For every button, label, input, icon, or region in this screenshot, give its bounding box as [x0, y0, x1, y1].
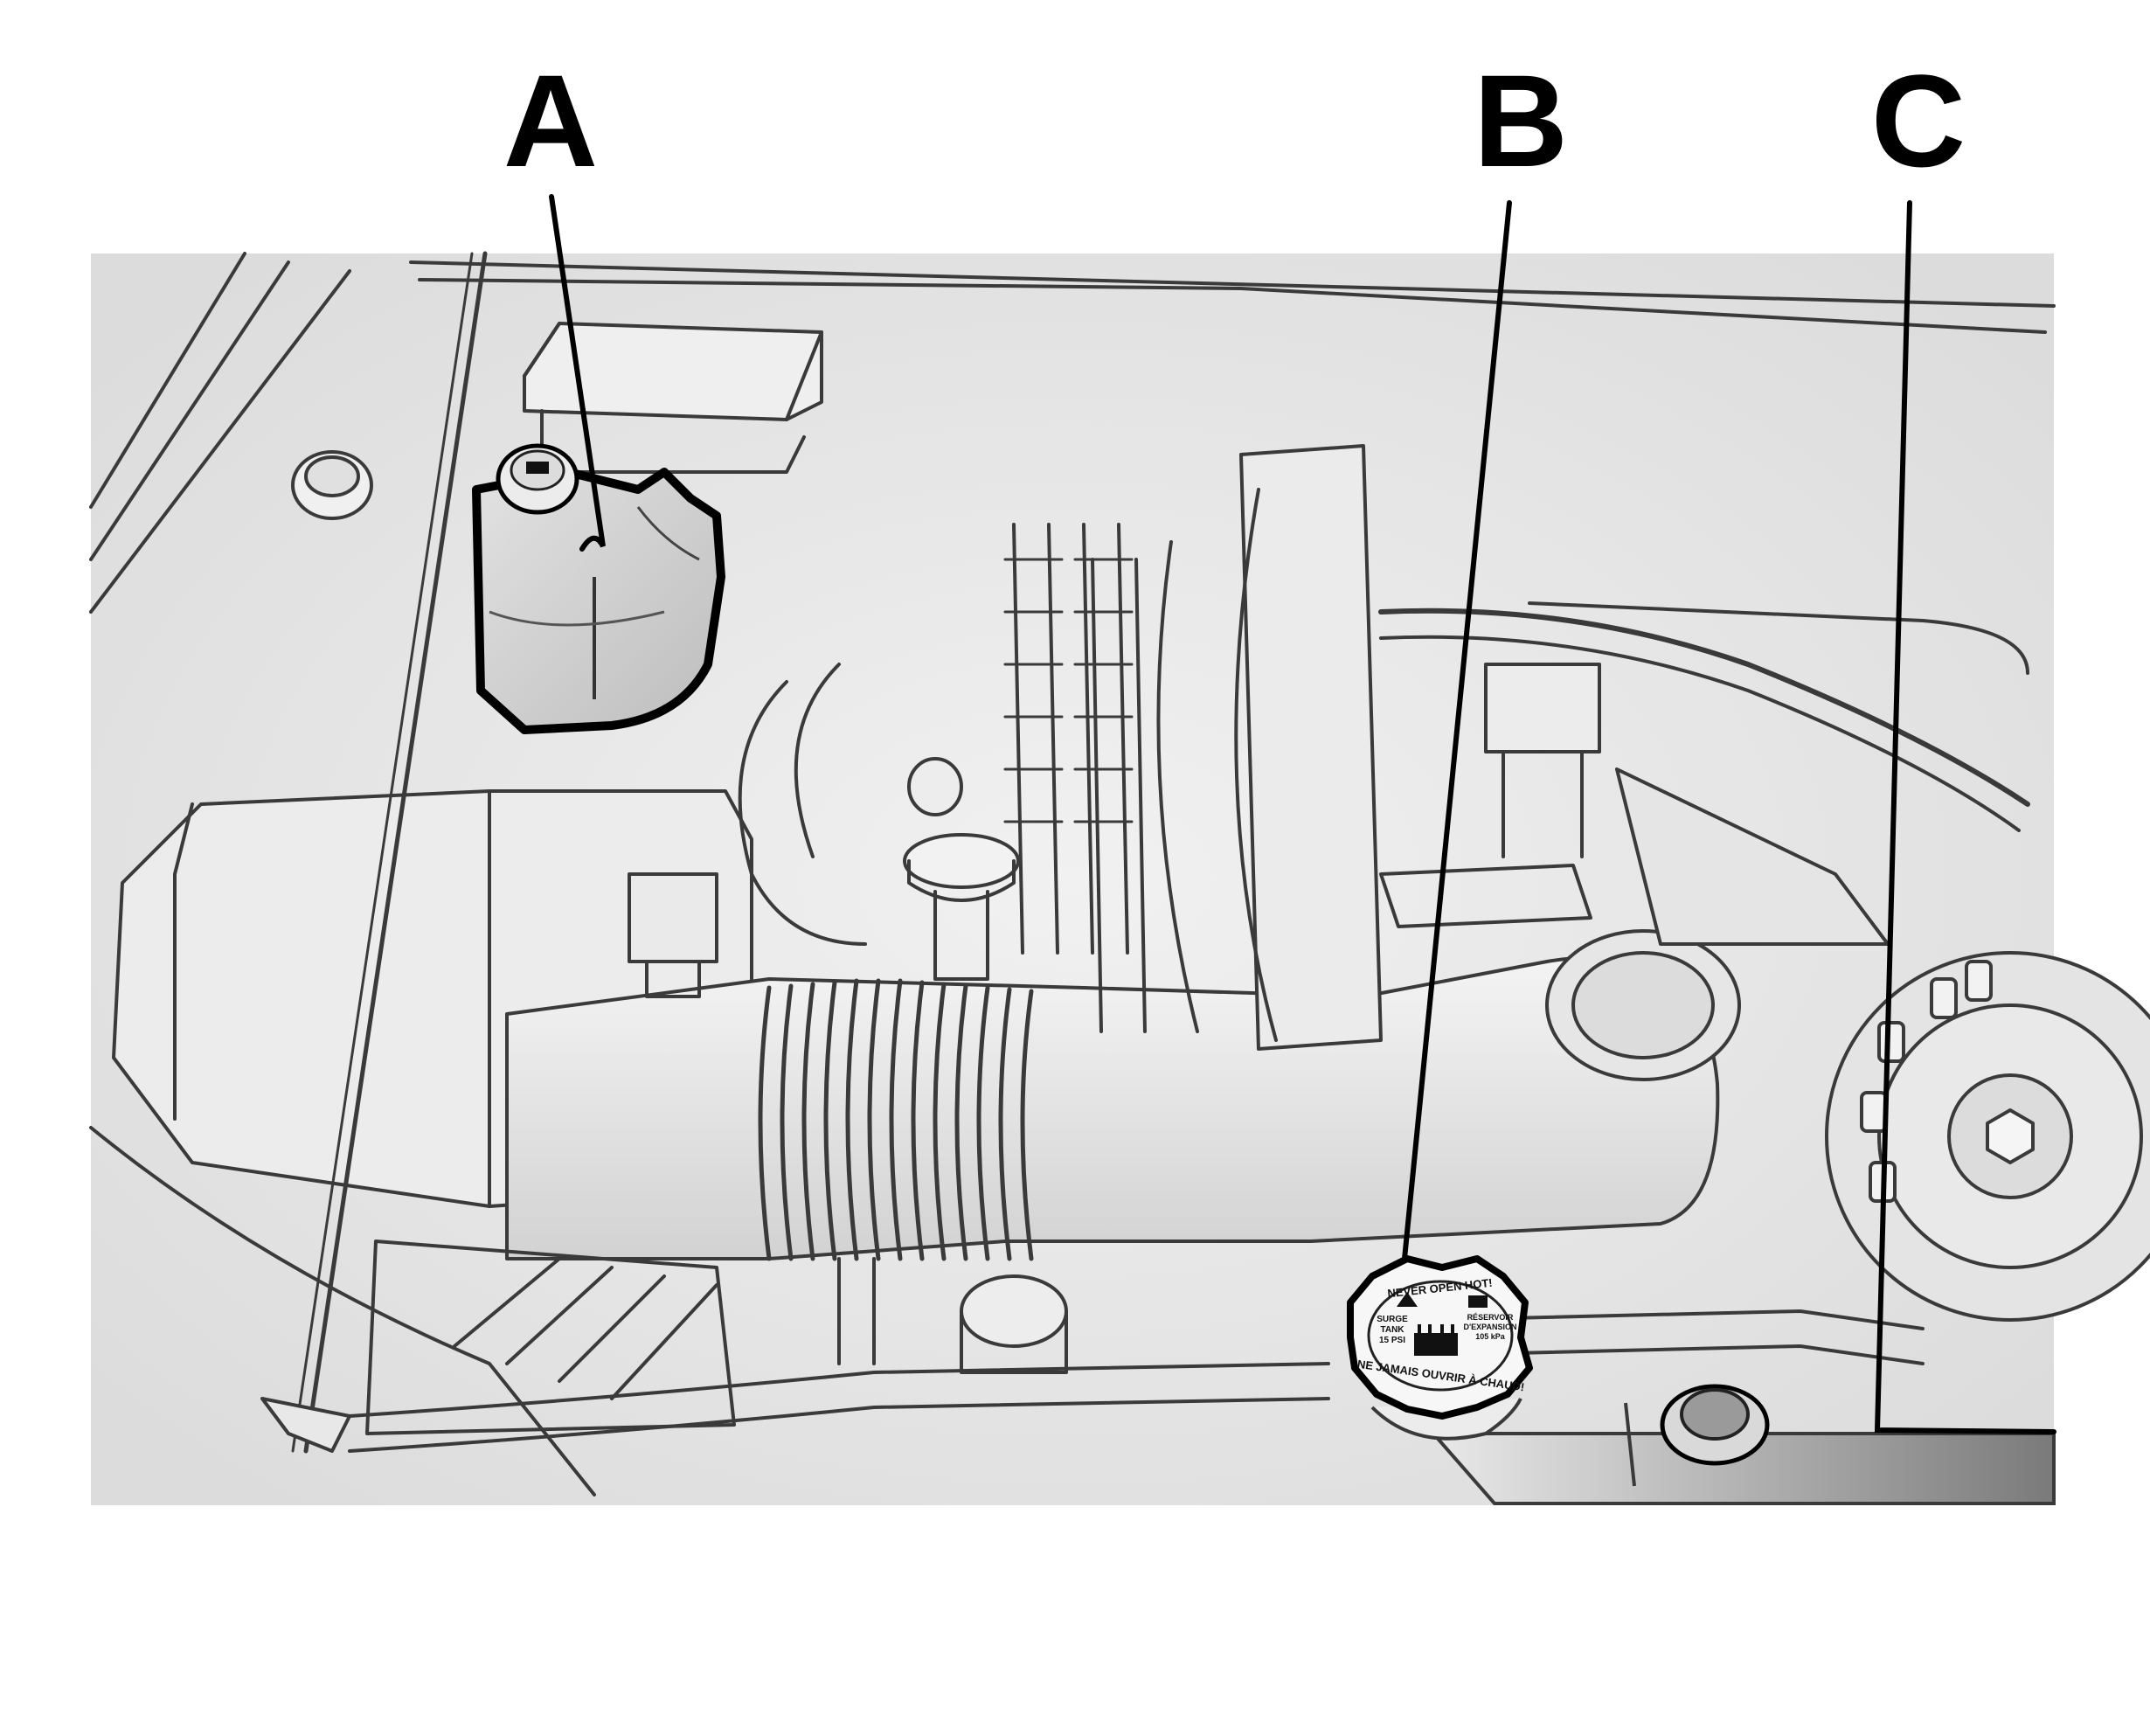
cap-text-surge: SURGE — [1377, 1315, 1408, 1324]
cap-text-reservoir: RÉSERVOIR — [1467, 1313, 1514, 1322]
callout-b-box — [1446, 35, 1595, 184]
surge-tank-cap — [496, 443, 579, 515]
callout-a-letter: A — [503, 47, 598, 194]
leader-line-b — [1402, 200, 1512, 1261]
radiator-fill-plug — [1624, 1384, 1770, 1487]
coolant-surge-tank — [472, 468, 725, 734]
leader-line-a — [549, 194, 606, 552]
callout-c-box — [1844, 35, 1993, 184]
callout-b-letter: B — [1474, 47, 1568, 194]
cap-text-kpa: 105 kPa — [1475, 1332, 1506, 1341]
callout-leaders — [549, 194, 2056, 1434]
callout-c-letter: C — [1871, 47, 1966, 194]
cap-text-psi: 15 PSI — [1379, 1336, 1405, 1345]
leader-line-c — [1874, 200, 2056, 1434]
engine-bay-linework — [89, 251, 2150, 1496]
cap-text-tank: TANK — [1380, 1325, 1404, 1335]
callout-labels: A B C — [476, 35, 1993, 194]
surge-tank-pressure-cap: NEVER OPEN HOT! SURGE TANK 15 PSI RÉSERV… — [1347, 1255, 1533, 1441]
radiator-support-bar — [1429, 1432, 2056, 1505]
callout-a-box — [476, 35, 625, 184]
cap-text-expansion: D'EXPANSION — [1464, 1323, 1517, 1331]
